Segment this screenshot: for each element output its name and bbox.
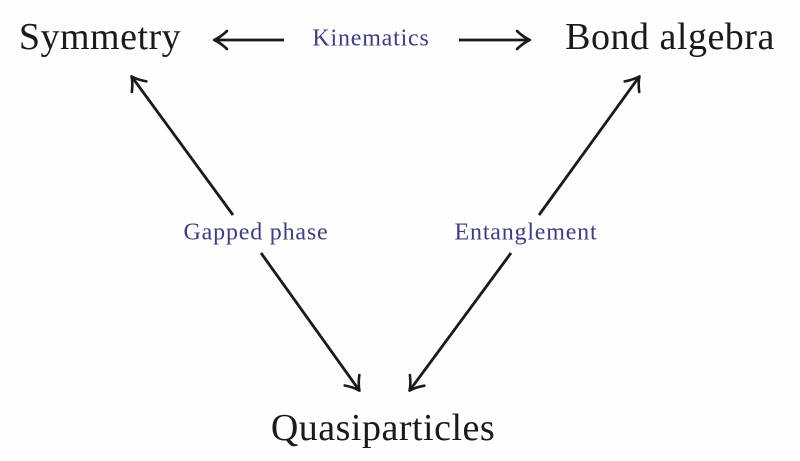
gapped-phase-arrow [130, 75, 361, 392]
entanglement-arrow [408, 75, 641, 392]
edge-label-gapped-phase: Gapped phase [183, 219, 329, 246]
node-symmetry: Symmetry [18, 16, 182, 58]
edge-label-entanglement: Entanglement [454, 219, 598, 246]
node-bond-algebra: Bond algebra [565, 16, 775, 58]
edge-label-kinematics: Kinematics [312, 25, 430, 52]
node-quasiparticles: Quasiparticles [270, 407, 496, 449]
